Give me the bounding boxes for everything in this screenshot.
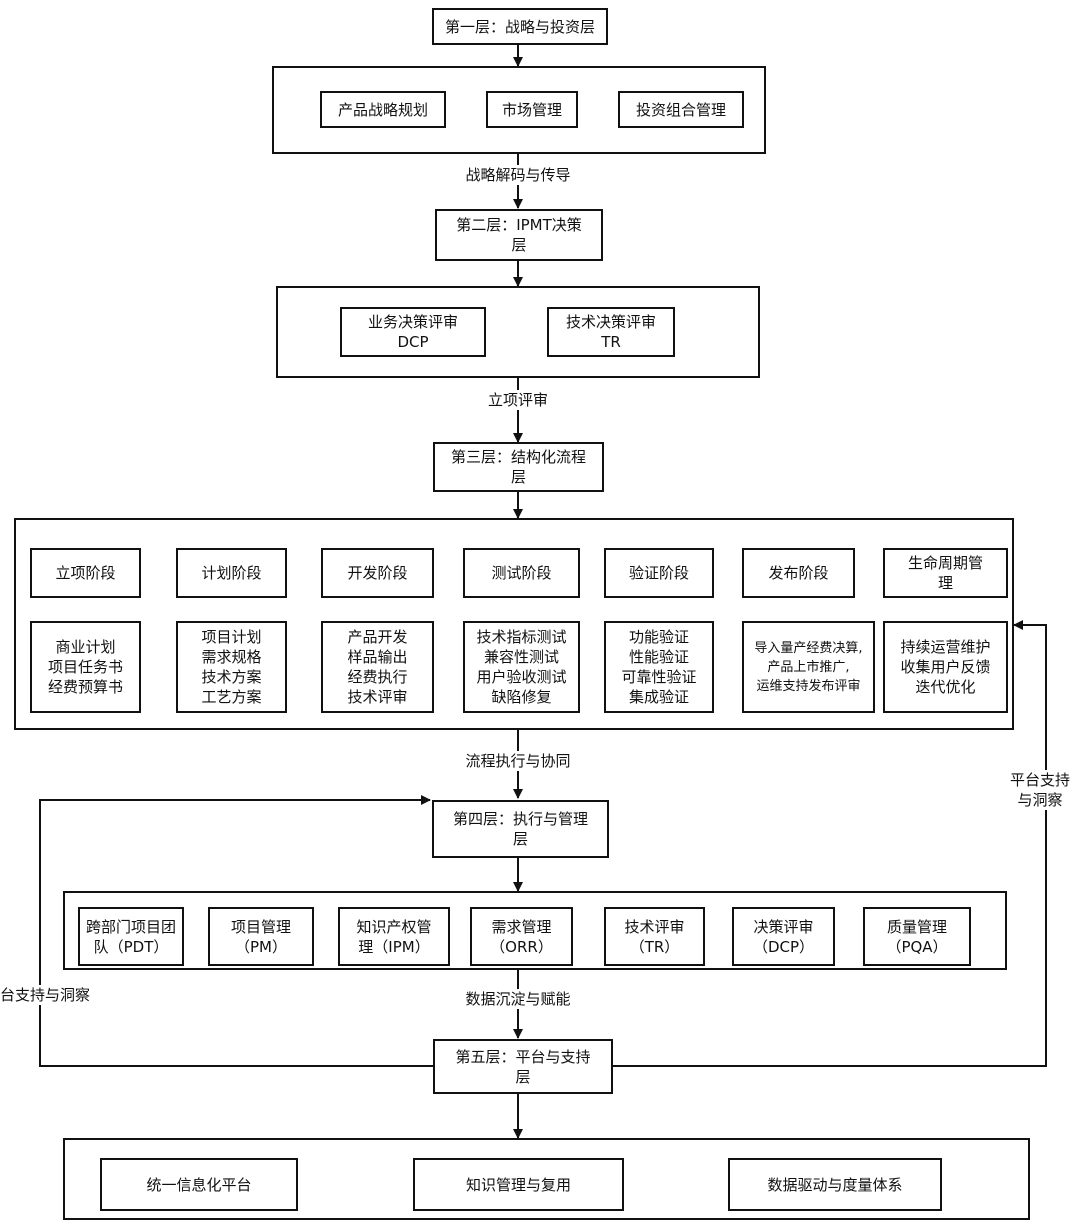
feedback-right-line [613, 620, 1047, 1067]
stage-6-detail: 导入量产经费决算, 产品上市推广, 运维支持发布评审 [742, 621, 875, 713]
layer3-title: 第三层：结构化流程 层 [433, 442, 604, 492]
link2-label: 立项评审 [480, 390, 556, 410]
layer4-item-tr: 技术评审 （TR） [604, 907, 705, 966]
layer4-item-pm: 项目管理 （PM） [208, 907, 314, 966]
layer4-item-orr: 需求管理 （ORR） [470, 907, 573, 966]
stage-4-name: 测试阶段 [463, 548, 580, 598]
stage-2-name: 计划阶段 [176, 548, 287, 598]
stage-7-name: 生命周期管 理 [883, 548, 1008, 598]
stage-1-name: 立项阶段 [30, 548, 141, 598]
stage-5-detail: 功能验证 性能验证 可靠性验证 集成验证 [604, 621, 714, 713]
stage-1-detail: 商业计划 项目任务书 经费预算书 [30, 621, 141, 713]
feedback-left-line [39, 795, 433, 1067]
layer1-item-portfolio: 投资组合管理 [618, 91, 744, 128]
layer1-title: 第一层：战略与投资层 [432, 8, 608, 45]
layer5-item-knowledge: 知识管理与复用 [413, 1158, 624, 1211]
stage-7-detail: 持续运营维护 收集用户反馈 迭代优化 [883, 621, 1008, 713]
layer4-title: 第四层：执行与管理 层 [432, 800, 609, 858]
layer4-item-ipm: 知识产权管 理（IPM） [338, 907, 450, 966]
layer5-item-platform: 统一信息化平台 [100, 1158, 298, 1211]
layer4-item-dcp: 决策评审 （DCP） [732, 907, 835, 966]
layer4-item-pdt: 跨部门项目团 队（PDT） [78, 907, 184, 966]
layer2-item-dcp: 业务决策评审 DCP [340, 307, 486, 357]
feedback-right-label: 平台支持 与洞察 [1004, 770, 1076, 810]
link4-label: 数据沉淀与赋能 [456, 989, 580, 1009]
stage-3-name: 开发阶段 [321, 548, 434, 598]
layer2-item-tr: 技术决策评审 TR [547, 307, 675, 357]
stage-6-name: 发布阶段 [742, 548, 855, 598]
layer1-item-product-strategy: 产品战略规划 [320, 91, 446, 128]
layer4-item-pqa: 质量管理 （PQA） [863, 907, 971, 966]
stage-4-detail: 技术指标测试 兼容性测试 用户验收测试 缺陷修复 [463, 621, 580, 713]
feedback-left-label: 台支持与洞察 [0, 985, 98, 1005]
link1-label: 战略解码与传导 [456, 165, 580, 185]
link3-label: 流程执行与协同 [450, 751, 586, 771]
stage-3-detail: 产品开发 样品输出 经费执行 技术评审 [321, 621, 434, 713]
layer1-item-market: 市场管理 [486, 91, 578, 128]
stage-5-name: 验证阶段 [604, 548, 714, 598]
layer2-title: 第二层：IPMT决策 层 [435, 209, 603, 261]
stage-2-detail: 项目计划 需求规格 技术方案 工艺方案 [176, 621, 287, 713]
layer5-item-metrics: 数据驱动与度量体系 [728, 1158, 942, 1211]
layer5-title: 第五层：平台与支持 层 [433, 1039, 613, 1094]
